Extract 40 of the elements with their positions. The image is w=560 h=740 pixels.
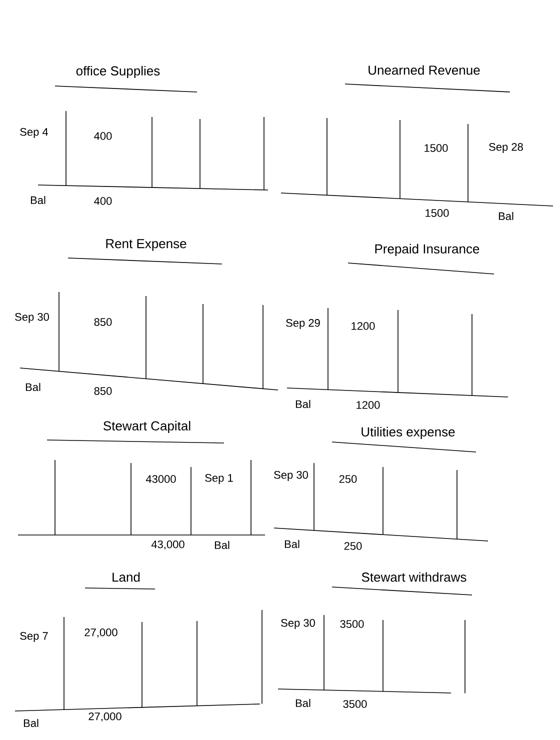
ledger-entry: Bal bbox=[26, 382, 40, 392]
ledger-entry: 1500 bbox=[426, 209, 449, 217]
ledger-entry: Bal bbox=[284, 540, 300, 548]
ledger-entry: 27,000 bbox=[84, 628, 118, 638]
ledger-entry: Sep 30 bbox=[15, 313, 49, 323]
ledger-entry: 1200 bbox=[356, 401, 380, 409]
ledger-entry: Sep 7 bbox=[20, 632, 48, 642]
ledger-entry: Sep 30 bbox=[281, 619, 315, 629]
ledger-entry: 250 bbox=[339, 475, 357, 483]
ledger-entry: 850 bbox=[94, 387, 112, 395]
account-title: Stewart withdraws bbox=[332, 572, 472, 596]
account-title: Land bbox=[84, 572, 156, 590]
account-title: Unearned Revenue bbox=[344, 65, 510, 92]
ledger-entry: 3500 bbox=[340, 620, 364, 628]
ledger-entry: Bal bbox=[498, 212, 514, 220]
ledger-entry: 27,000 bbox=[88, 712, 122, 722]
ledger-entry: Sep 28 bbox=[489, 143, 523, 153]
ledger-entry: Sep 29 bbox=[286, 319, 320, 329]
ledger-entry: Bal bbox=[296, 698, 310, 708]
ledger-entry: 3500 bbox=[343, 700, 367, 708]
account-title: office Supplies bbox=[54, 66, 198, 92]
account-title: Stewart Capital bbox=[46, 420, 224, 444]
ledger-entry: Sep 4 bbox=[20, 128, 48, 138]
ledger-entry: 1500 bbox=[424, 144, 448, 152]
account-title: Prepaid Insurance bbox=[348, 244, 494, 274]
ledger-entry: Bal bbox=[30, 196, 46, 204]
ledger-entry: Bal bbox=[296, 400, 310, 408]
ledger-entry: 400 bbox=[94, 197, 112, 205]
account-title: Rent Expense bbox=[68, 239, 222, 264]
ledger-entry: Sep 1 bbox=[205, 474, 233, 484]
ledger-entry: Bal bbox=[24, 718, 38, 728]
account-title: Utilities expense bbox=[332, 426, 476, 452]
ledger-entry: 1200 bbox=[352, 322, 375, 330]
ledger-entry: 250 bbox=[344, 542, 362, 550]
ledger-entry: 43,000 bbox=[151, 540, 184, 550]
ledger-entry: 43000 bbox=[146, 475, 176, 483]
ledger-entry: 850 bbox=[94, 318, 112, 326]
ledger-entry: Sep 30 bbox=[274, 471, 308, 481]
ledger-entry: Bal bbox=[214, 540, 230, 550]
ledger-entry: 400 bbox=[94, 132, 112, 140]
